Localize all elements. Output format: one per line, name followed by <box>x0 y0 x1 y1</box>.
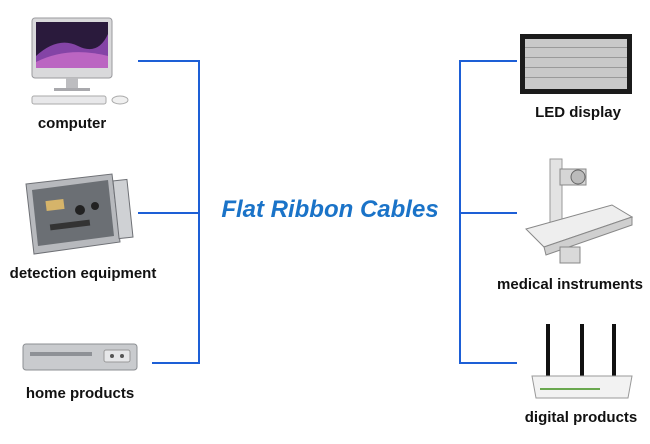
label-detection-equipment: detection equipment <box>9 265 157 282</box>
x-ray-machine-icon <box>525 158 634 264</box>
label-medical-instruments: medical instruments <box>497 276 643 293</box>
wifi-router-icon <box>531 324 633 399</box>
label-computer: computer <box>37 115 107 132</box>
diagram-title: Flat Ribbon Cables <box>221 196 439 223</box>
imac-computer-icon <box>31 17 129 105</box>
label-home-products: home products <box>25 385 135 402</box>
label-led-display: LED display <box>535 104 621 121</box>
detection-equipment-case-icon <box>25 173 134 255</box>
label-digital-products: digital products <box>524 409 638 426</box>
led-display-panel-icon <box>520 34 632 94</box>
dvd-player-icon <box>22 343 138 371</box>
